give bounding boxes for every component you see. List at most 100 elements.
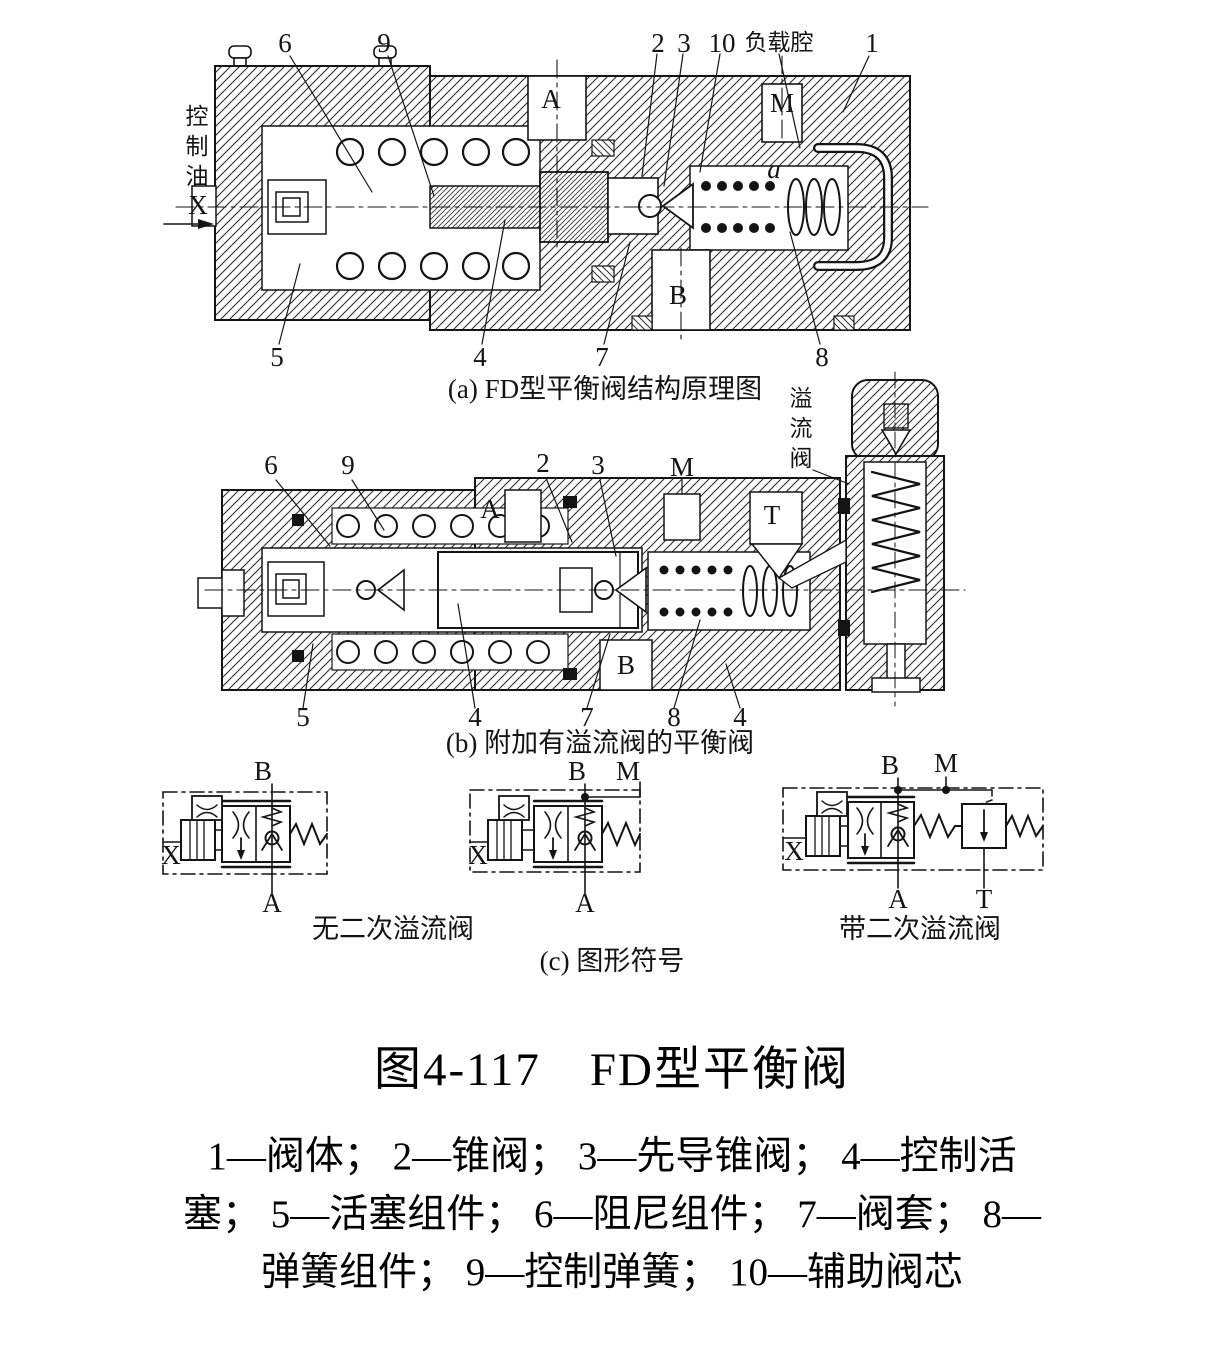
down-arrow-icon bbox=[861, 846, 869, 856]
load-chamber-label: 负载腔 bbox=[745, 30, 814, 55]
symbol-with-relief: B M A X T bbox=[782, 748, 1044, 914]
symbol-no-relief: B A X bbox=[161, 756, 328, 918]
figure-stage: 控 制 油 X 6 9 2 3 10 负载腔 1 5 4 7 8 A M B bbox=[161, 28, 1044, 976]
callout-a-1: 1 bbox=[865, 28, 879, 58]
spring-icon bbox=[913, 812, 963, 840]
sym2-m-label: M bbox=[616, 756, 640, 786]
damper-box bbox=[498, 795, 530, 821]
callout-b-4b: 4 bbox=[733, 702, 747, 732]
callout-b-9: 9 bbox=[341, 450, 355, 480]
sym2-b-label: B bbox=[568, 756, 586, 786]
relief-adjuster bbox=[883, 403, 909, 429]
legend-line-2: 塞； 5—活塞组件； 6—阻尼组件； 7—阀套； 8— bbox=[182, 1193, 1041, 1236]
sym1-x-label: X bbox=[161, 840, 181, 870]
damper-arcs-icon bbox=[821, 800, 843, 814]
fig-a: 控 制 油 X 6 9 2 3 10 负载腔 1 5 4 7 8 A M B bbox=[163, 28, 929, 404]
sym3-b-label: B bbox=[881, 750, 899, 780]
seals-b bbox=[292, 496, 850, 680]
callout-a-2: 2 bbox=[651, 28, 665, 58]
sym2-x-label: X bbox=[468, 840, 488, 870]
fig-b: 溢 流 阀 6 9 2 3 M 5 4 7 8 4 A T B (b) 附加有溢… bbox=[197, 371, 966, 758]
envelope bbox=[782, 787, 1044, 871]
valve-diagrams-svg: 控 制 油 X 6 9 2 3 10 负载腔 1 5 4 7 8 A M B bbox=[161, 28, 1044, 976]
t-funnel bbox=[750, 543, 804, 580]
relief-char-2: 流 bbox=[790, 416, 813, 441]
port-b-label-b: B bbox=[617, 650, 635, 680]
check-spring-icon bbox=[260, 807, 284, 827]
spring-assembly-8 bbox=[701, 178, 841, 236]
damper-box bbox=[191, 795, 223, 821]
left-plug-outer bbox=[197, 577, 225, 609]
no-relief-label: 无二次溢流阀 bbox=[312, 914, 474, 944]
relief-poppet bbox=[880, 429, 912, 456]
pilot-box bbox=[487, 819, 523, 861]
port-m-slot-b bbox=[663, 493, 701, 541]
callout-b-7: 7 bbox=[580, 702, 594, 732]
pilot-box bbox=[805, 815, 841, 857]
relief-spring-icon bbox=[1005, 813, 1044, 839]
port-t-box bbox=[749, 491, 803, 545]
load-chamber-pipe bbox=[813, 143, 893, 271]
relief-char-1: 溢 bbox=[790, 386, 813, 411]
callout-a-10: 10 bbox=[709, 28, 736, 58]
flow-arrow bbox=[163, 219, 214, 229]
poppet-ball bbox=[638, 194, 662, 218]
spring-icon bbox=[289, 821, 328, 847]
control-oil-char-3: 油 bbox=[186, 164, 209, 189]
callout-b-6: 6 bbox=[264, 450, 278, 480]
relief-char-3: 阀 bbox=[790, 446, 813, 471]
control-oil-char-1: 控 bbox=[186, 104, 209, 129]
envelope bbox=[469, 789, 641, 873]
sym3-x-label: X bbox=[784, 836, 804, 866]
cone-valve-2 bbox=[661, 182, 694, 230]
channel-to-relief bbox=[777, 538, 847, 589]
callout-b-2: 2 bbox=[536, 448, 550, 478]
down-arrow-icon bbox=[549, 850, 557, 860]
fig-a-caption: (a) FD型平衡阀结构原理图 bbox=[448, 374, 762, 404]
port-m-label-b: M bbox=[670, 452, 694, 482]
control-oil-char-2: 制 bbox=[186, 134, 209, 159]
symbol-with-m: B M A X bbox=[468, 756, 641, 918]
legend-line-3: 弹簧组件； 9—控制弹簧； 10—辅助阀芯 bbox=[260, 1251, 963, 1294]
port-b-label: B bbox=[669, 280, 687, 310]
relief-stem bbox=[886, 643, 906, 681]
port-m-label: M bbox=[770, 88, 794, 118]
spring-icon bbox=[601, 820, 641, 848]
throttle-icon bbox=[544, 811, 562, 839]
leader-lines-b bbox=[275, 469, 850, 709]
check-spring-icon bbox=[573, 807, 597, 827]
figure-title: 图4-117 FD型平衡阀 bbox=[374, 1044, 850, 1096]
check-spring-icon bbox=[886, 803, 910, 823]
damper-assembly-b bbox=[267, 561, 325, 617]
sym1-a-label: A bbox=[262, 888, 282, 918]
leader-lines-a bbox=[278, 53, 870, 345]
fig-c: B A X B M bbox=[161, 748, 1044, 976]
throttle-icon bbox=[856, 807, 874, 835]
callout-a-6: 6 bbox=[278, 28, 292, 58]
left-plug-inner bbox=[221, 569, 245, 617]
centerlines bbox=[175, 55, 929, 343]
with-relief-label: 带二次溢流阀 bbox=[839, 914, 1001, 944]
port-b-slot-b bbox=[599, 639, 653, 691]
point-a-label: a bbox=[767, 154, 781, 184]
callout-b-4a: 4 bbox=[468, 702, 482, 732]
callout-a-4: 4 bbox=[473, 342, 487, 372]
port-a-label: A bbox=[541, 84, 561, 114]
callout-a-8: 8 bbox=[815, 342, 829, 372]
fig-c-caption: (c) 图形符号 bbox=[540, 946, 685, 976]
x-port-label: X bbox=[188, 190, 208, 220]
callout-a-7: 7 bbox=[595, 342, 609, 372]
seal-rings bbox=[591, 139, 855, 331]
callout-a-3: 3 bbox=[677, 28, 691, 58]
legend-line-1: 1—阀体； 2—锥阀； 3—先导锥阀； 4—控制活 bbox=[207, 1135, 1017, 1178]
damper-box bbox=[816, 791, 848, 817]
callout-a-5: 5 bbox=[270, 342, 284, 372]
down-arrow-icon bbox=[237, 850, 245, 860]
control-spring-9b bbox=[336, 514, 550, 664]
pilot-box bbox=[180, 819, 216, 861]
callout-b-8: 8 bbox=[667, 702, 681, 732]
port-a-slot-b bbox=[504, 489, 542, 543]
fig-b-caption: (b) 附加有溢流阀的平衡阀 bbox=[446, 728, 754, 758]
control-spring-9 bbox=[335, 137, 531, 281]
port-t-label-b: T bbox=[764, 500, 781, 530]
